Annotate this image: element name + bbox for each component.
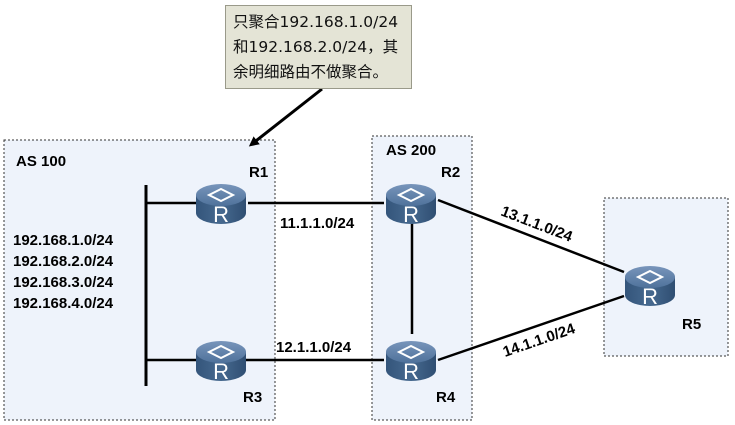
router-r5-name: R5 [682, 316, 701, 333]
router-r1[interactable]: R [195, 183, 247, 227]
router-glyph: R [403, 202, 419, 227]
router-glyph: R [642, 284, 658, 309]
link-r1-r2-label: 11.1.1.0/24 [280, 215, 355, 232]
callout-arrow [248, 87, 323, 147]
router-r3-name: R3 [243, 389, 262, 406]
router-r2[interactable]: R [385, 183, 437, 227]
router-glyph: R [403, 359, 419, 384]
router-r3[interactable]: R [195, 340, 247, 384]
router-glyph: R [213, 202, 229, 227]
router-r1-name: R1 [249, 164, 268, 181]
router-r4[interactable]: R [385, 340, 437, 384]
router-r5[interactable]: R [624, 265, 676, 309]
callout-line: 余明细路由不做聚合。 [233, 63, 389, 81]
route-item: 192.168.4.0/24 [13, 295, 114, 312]
link-r3-r4-label: 12.1.1.0/24 [276, 339, 352, 356]
link-r4-r5[interactable] [437, 294, 625, 362]
aggregation-note-callout: 只聚合192.168.1.0/24 和192.168.2.0/24，其 余明细路… [225, 5, 412, 89]
link-r2-r5[interactable] [437, 198, 625, 274]
callout-line: 和192.168.2.0/24，其 [233, 38, 399, 56]
router-r4-name: R4 [436, 389, 456, 406]
route-item: 192.168.3.0/24 [13, 274, 114, 291]
router-r2-name: R2 [441, 164, 460, 181]
callout-line: 只聚合192.168.1.0/24 [233, 13, 399, 31]
as100-label: AS 100 [16, 153, 66, 170]
router-glyph: R [213, 359, 229, 384]
as200-label: AS 200 [386, 142, 436, 159]
route-item: 192.168.1.0/24 [13, 232, 114, 249]
route-item: 192.168.2.0/24 [13, 253, 114, 270]
